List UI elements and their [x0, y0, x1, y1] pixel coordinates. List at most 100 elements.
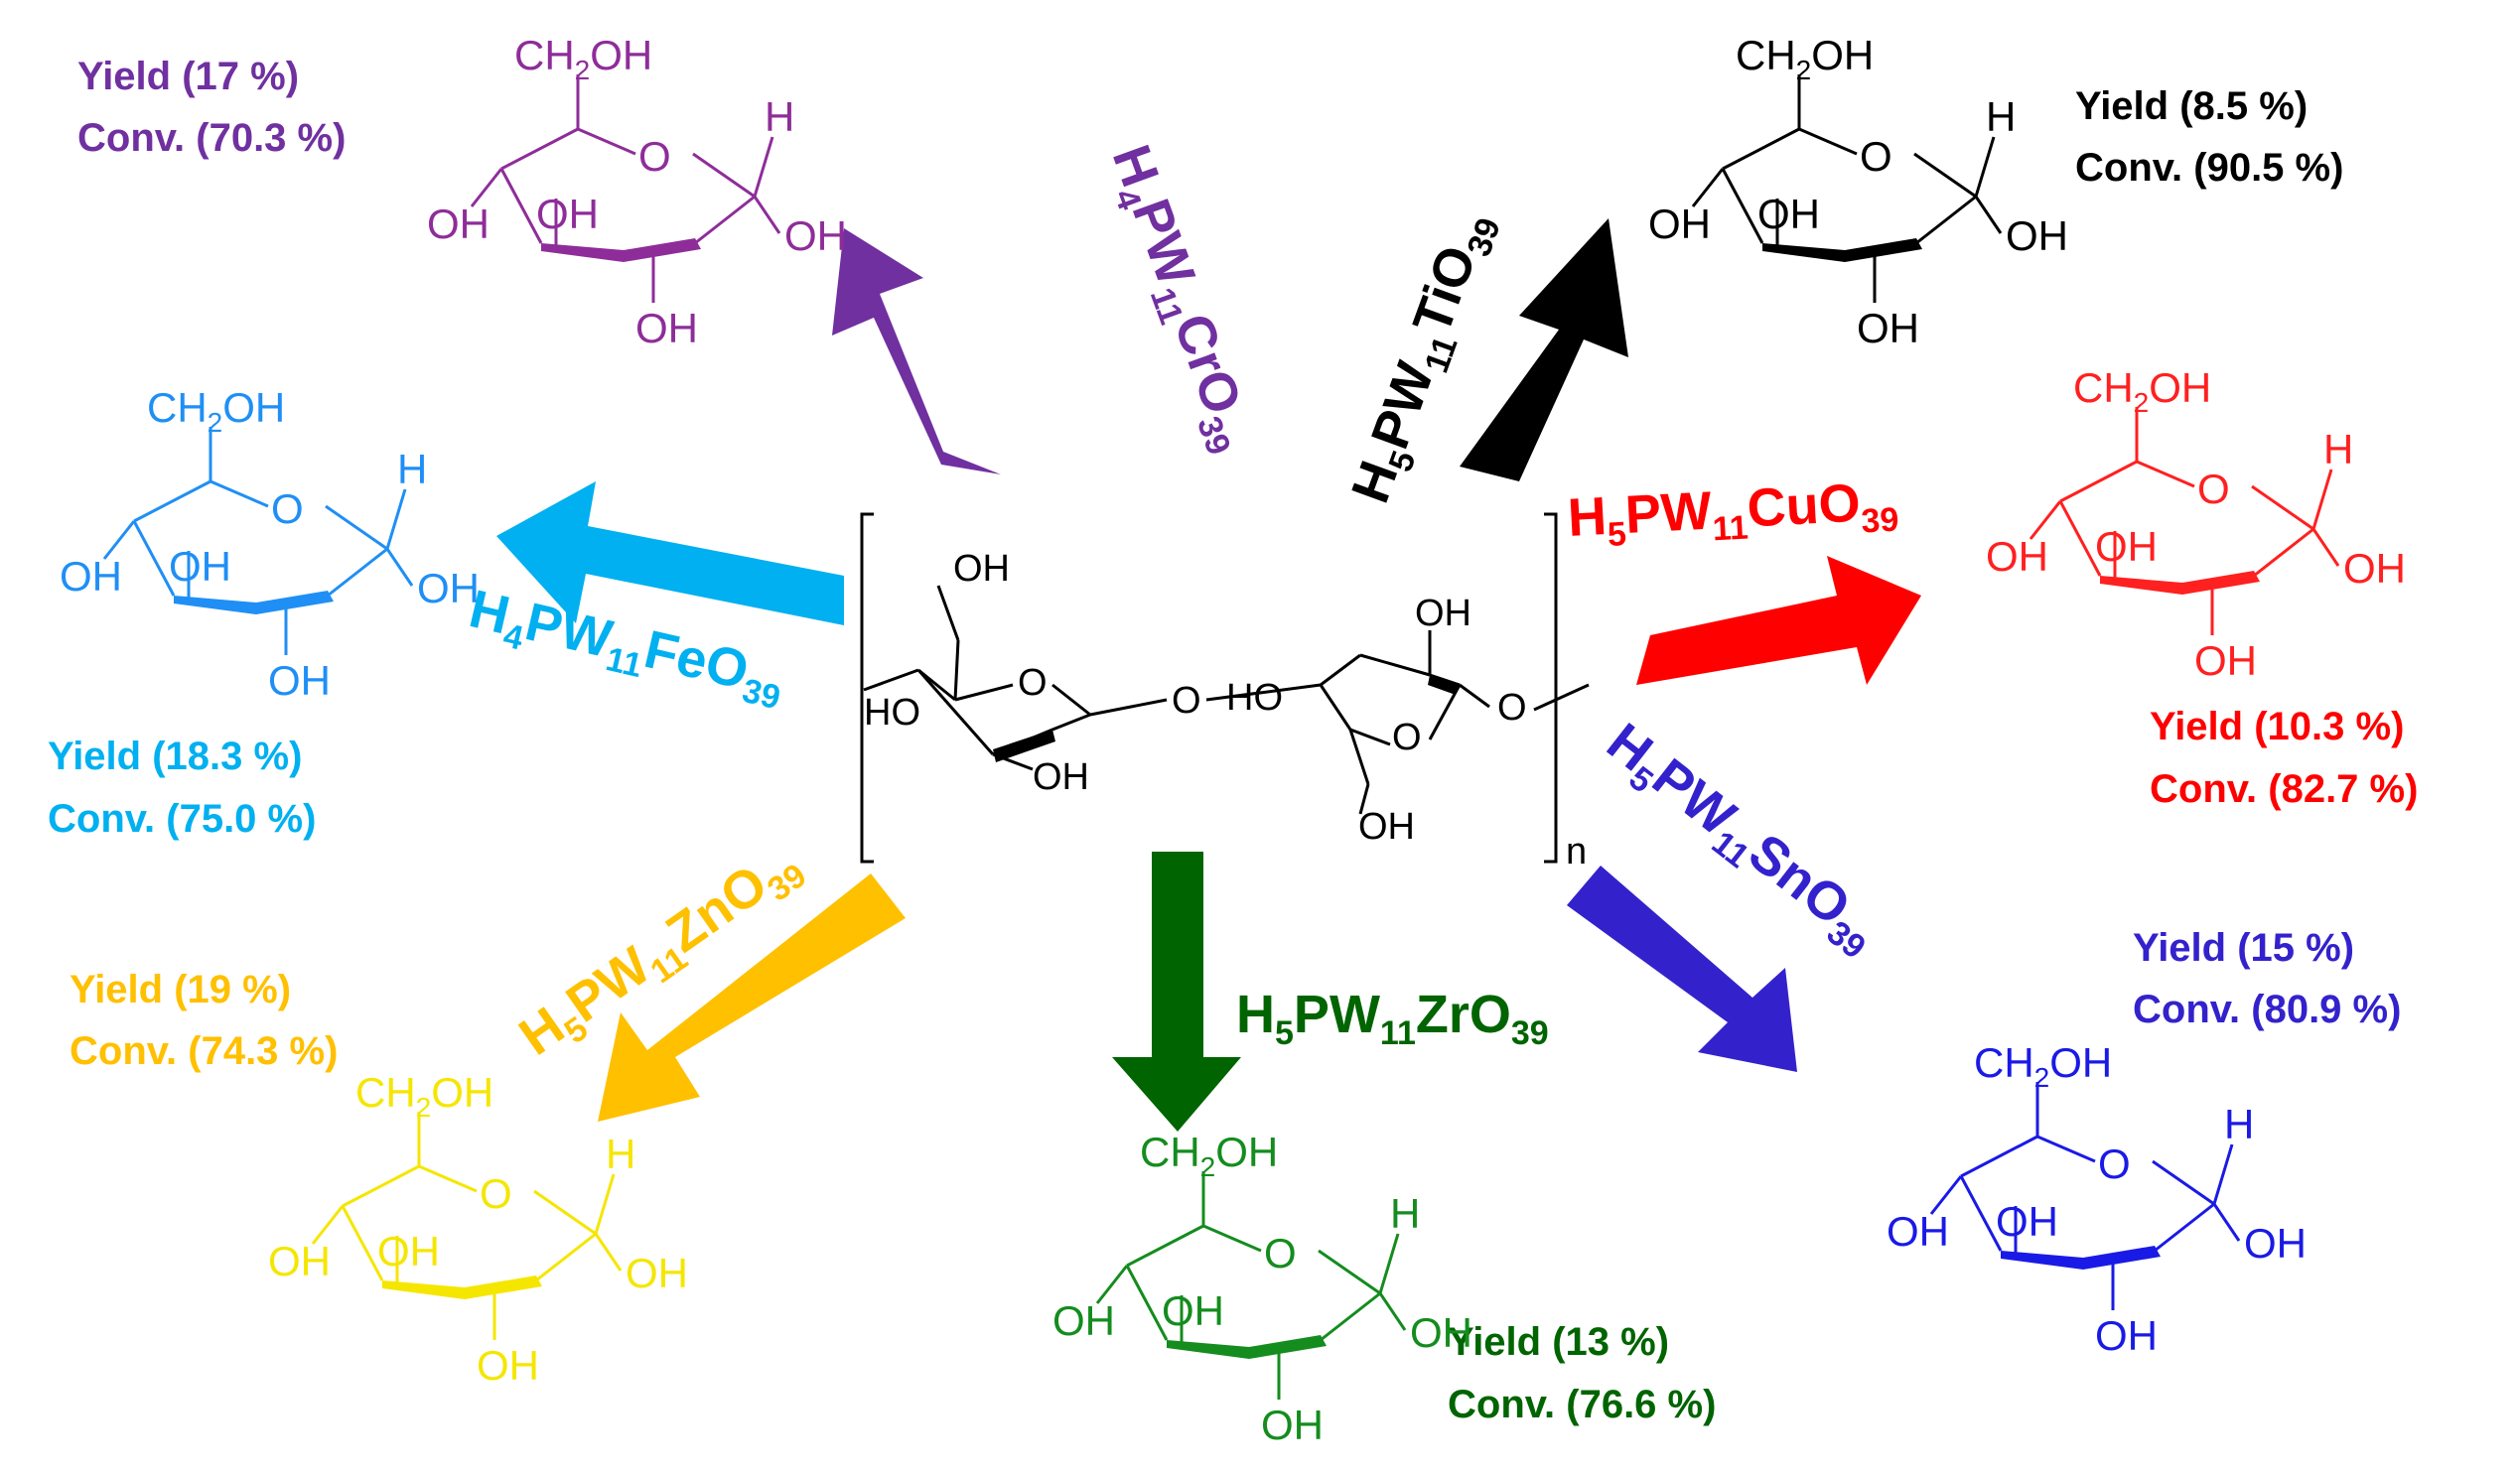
center-ho-right: HO	[1226, 677, 1283, 719]
glucose-bonds	[2029, 405, 2340, 637]
oh-anomeric: OH	[1410, 1309, 1472, 1356]
oh-anomeric: OH	[417, 565, 480, 611]
oh-c3: OH	[377, 1228, 440, 1275]
oh-c4: OH	[268, 1238, 331, 1284]
oh-c4: OH	[60, 553, 122, 600]
yield-cr: Yield (17 %)	[77, 55, 299, 98]
oh-c4: OH	[427, 201, 490, 247]
center-oh-right-bottom: OH	[1358, 806, 1415, 848]
ch2oh-label: CH2OH	[355, 1069, 493, 1123]
glucose-bonds	[1095, 1169, 1407, 1402]
arrow-ti	[1460, 218, 1628, 481]
conv-zn: Conv. (74.3 %)	[70, 1029, 338, 1073]
oh-c2: OH	[1857, 305, 1919, 351]
ring-oxygen: O	[1860, 133, 1892, 180]
anomeric-h: H	[1390, 1190, 1420, 1237]
center-end-o: O	[1497, 687, 1527, 729]
oh-anomeric: OH	[626, 1250, 688, 1296]
glucose-bonds	[1929, 1080, 2241, 1312]
ring-oxygen: O	[1264, 1230, 1297, 1276]
glucose-bonds	[470, 72, 781, 305]
conv-zr: Conv. (76.6 %)	[1448, 1383, 1716, 1426]
conv-ti: Conv. (90.5 %)	[2075, 146, 2343, 190]
oh-c3: OH	[1996, 1198, 2058, 1245]
anomeric-h: H	[397, 446, 427, 492]
oh-c3: OH	[1757, 191, 1820, 237]
yield-cu: Yield (10.3 %)	[2150, 705, 2404, 748]
conv-cu: Conv. (82.7 %)	[2150, 767, 2418, 811]
arrow-cr	[832, 228, 1001, 474]
ring-oxygen: O	[2098, 1141, 2131, 1187]
ch2oh-label: CH2OH	[514, 32, 652, 85]
oh-c3: OH	[2095, 523, 2158, 570]
conv-cr: Conv. (70.3 %)	[77, 116, 346, 160]
conv-fe: Conv. (75.0 %)	[48, 797, 316, 841]
oh-anomeric: OH	[2006, 212, 2068, 259]
arrow-zr	[1112, 852, 1241, 1132]
oh-c2: OH	[1261, 1402, 1324, 1448]
glucose-bonds	[102, 425, 414, 657]
ring-oxygen: O	[480, 1170, 512, 1217]
ch2oh-label: CH2OH	[1140, 1129, 1278, 1182]
glucose-bonds	[311, 1110, 623, 1342]
ring-oxygen: O	[638, 133, 671, 180]
oh-c2: OH	[2194, 637, 2257, 684]
arrows	[496, 218, 1921, 1132]
catalyst-zr: H5PW11ZrO39	[1236, 985, 1549, 1052]
oh-c4: OH	[1648, 201, 1711, 247]
right-bracket	[1544, 512, 1558, 864]
anomeric-h: H	[2224, 1101, 2254, 1147]
yield-ti: Yield (8.5 %)	[2075, 84, 2308, 128]
ch2oh-label: CH2OH	[1974, 1039, 2112, 1093]
oh-c4: OH	[1887, 1208, 1949, 1255]
oh-anomeric: OH	[784, 212, 847, 259]
oh-c2: OH	[2095, 1312, 2158, 1359]
conv-sn: Conv. (80.9 %)	[2133, 988, 2401, 1031]
oh-c3: OH	[1162, 1287, 1224, 1334]
catalyst-cu: H5PW11CuO39	[1566, 471, 1899, 556]
catalyst-cr: H4PW11CrO39	[1093, 138, 1266, 461]
arrow-sn	[1567, 866, 1797, 1072]
ch2oh-label: CH2OH	[2073, 364, 2211, 418]
center-ho-left: HO	[864, 692, 920, 734]
catalyst-zn: H5PW11ZnO39	[508, 832, 813, 1073]
oh-c3: OH	[169, 543, 231, 590]
oh-c4: OH	[1986, 533, 2048, 580]
oh-anomeric: OH	[2343, 545, 2406, 592]
ch2oh-label: CH2OH	[147, 384, 285, 438]
anomeric-h: H	[765, 93, 794, 140]
center-ring-o-left: O	[1018, 662, 1048, 704]
arrow-cu	[1636, 556, 1921, 685]
yield-sn: Yield (15 %)	[2133, 926, 2354, 970]
yield-fe: Yield (18.3 %)	[48, 735, 302, 778]
center-bridge-o: O	[1172, 680, 1201, 722]
oh-c2: OH	[268, 657, 331, 704]
anomeric-h: H	[1986, 93, 2016, 140]
oh-c4: OH	[1052, 1297, 1115, 1344]
left-bracket	[860, 512, 874, 864]
yield-zr: Yield (13 %)	[1448, 1320, 1669, 1364]
oh-c3: OH	[536, 191, 599, 237]
oh-anomeric: OH	[2244, 1220, 2307, 1267]
ring-oxygen: O	[2197, 466, 2230, 512]
arrow-fe	[496, 481, 844, 625]
yield-zn: Yield (19 %)	[70, 968, 291, 1011]
repeat-n: n	[1566, 831, 1587, 872]
center-oh-bottom: OH	[1033, 756, 1089, 798]
glucose-bonds	[1691, 72, 2003, 305]
anomeric-h: H	[606, 1131, 635, 1177]
center-oh-right-top: OH	[1415, 593, 1471, 634]
ch2oh-label: CH2OH	[1736, 32, 1874, 85]
oh-c2: OH	[635, 305, 698, 351]
anomeric-h: H	[2323, 426, 2353, 472]
oh-c2: OH	[477, 1342, 539, 1389]
arrow-zn	[598, 873, 906, 1122]
